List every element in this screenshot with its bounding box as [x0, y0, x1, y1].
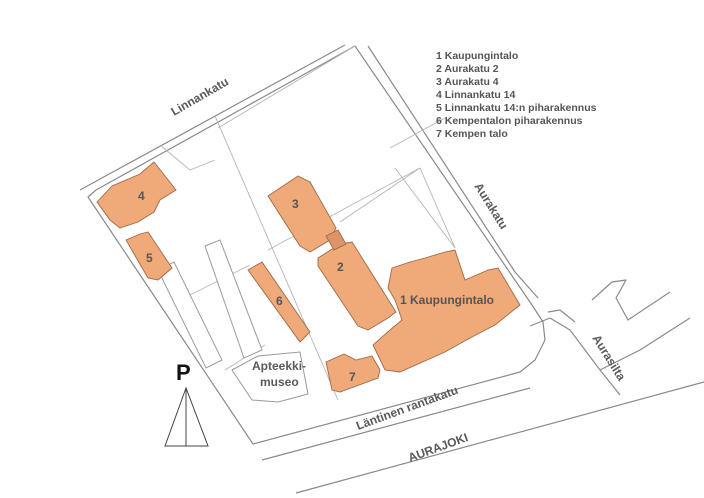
aurasilta-edge-right — [591, 279, 671, 321]
courtyard-structure — [204, 239, 263, 359]
lantinen-rantakatu-edge — [261, 387, 531, 461]
aurakatu-label: Aurakatu — [471, 180, 510, 232]
parcel-line — [419, 167, 456, 249]
north-arrow-letter: P — [176, 360, 191, 385]
building-6-label: 6 — [276, 294, 283, 308]
building-7-kempen-talo — [325, 353, 381, 393]
north-arrow: P — [164, 360, 209, 447]
legend-item-7: 7 Kempen talo — [436, 128, 508, 140]
parcel-line — [159, 144, 216, 171]
museum-label: Apteekki- museo — [252, 359, 306, 389]
parcel-line — [339, 167, 421, 223]
building-4-linnankatu-14 — [96, 161, 177, 229]
museum-label-line2: museo — [260, 375, 299, 389]
aurakatu-outer-edge — [367, 45, 539, 299]
legend-item-6: 6 Kempentalon piharakennus — [436, 115, 583, 127]
legend-item-3: 3 Aurakatu 4 — [436, 76, 499, 88]
highlighted-buildings — [96, 161, 521, 393]
aurasilta-edge-left — [529, 317, 621, 396]
parcel-line — [214, 115, 339, 401]
legend-item-1: 1 Kaupungintalo — [436, 50, 518, 62]
building-5-label: 5 — [146, 251, 153, 265]
parcel-line — [389, 117, 446, 149]
parcel-line — [217, 45, 356, 129]
legend-item-4: 4 Linnankatu 14 — [436, 89, 516, 101]
aurasilta-label: Aurasilta — [589, 332, 628, 383]
legend-item-2: 2 Aurakatu 2 — [436, 63, 499, 75]
museum-label-line1: Apteekki- — [252, 359, 306, 373]
building-labels: 1 Kaupungintalo 2 3 4 5 6 7 — [138, 189, 494, 384]
museum-outline — [231, 351, 309, 403]
legend: 1 Kaupungintalo 2 Aurakatu 2 3 Aurakatu … — [436, 50, 597, 140]
building-2-3-connector — [325, 229, 347, 251]
other-structures — [157, 239, 309, 403]
street-network — [79, 44, 704, 494]
building-6-kempentalon-piharakennus — [247, 261, 311, 343]
building-1-kaupungintalo — [372, 249, 521, 373]
building-2-label: 2 — [337, 260, 344, 274]
courtyard-structure — [157, 261, 223, 369]
aurasilta-edge-bottom — [599, 317, 691, 371]
building-1-label: 1 Kaupungintalo — [400, 293, 494, 307]
linnankatu-outer-edge — [79, 44, 346, 191]
aurajoki-label: AURAJOKI — [406, 430, 470, 465]
building-7-label: 7 — [349, 370, 356, 384]
right-curb — [547, 309, 576, 323]
river-bank — [295, 381, 704, 494]
parcel-lines — [159, 45, 456, 401]
building-2-aurakatu-2 — [317, 241, 397, 331]
parcel-line — [179, 264, 251, 301]
building-5-piharakennus — [125, 231, 173, 281]
legend-item-5: 5 Linnankatu 14:n piharakennus — [436, 102, 597, 114]
building-4-label: 4 — [138, 189, 145, 203]
lantinen-rantakatu-label: Läntinen rantakatu — [354, 383, 460, 433]
building-3-label: 3 — [292, 197, 299, 211]
parcel-line — [394, 167, 456, 249]
block-boundary — [87, 45, 546, 445]
building-3-aurakatu-4 — [267, 175, 337, 253]
